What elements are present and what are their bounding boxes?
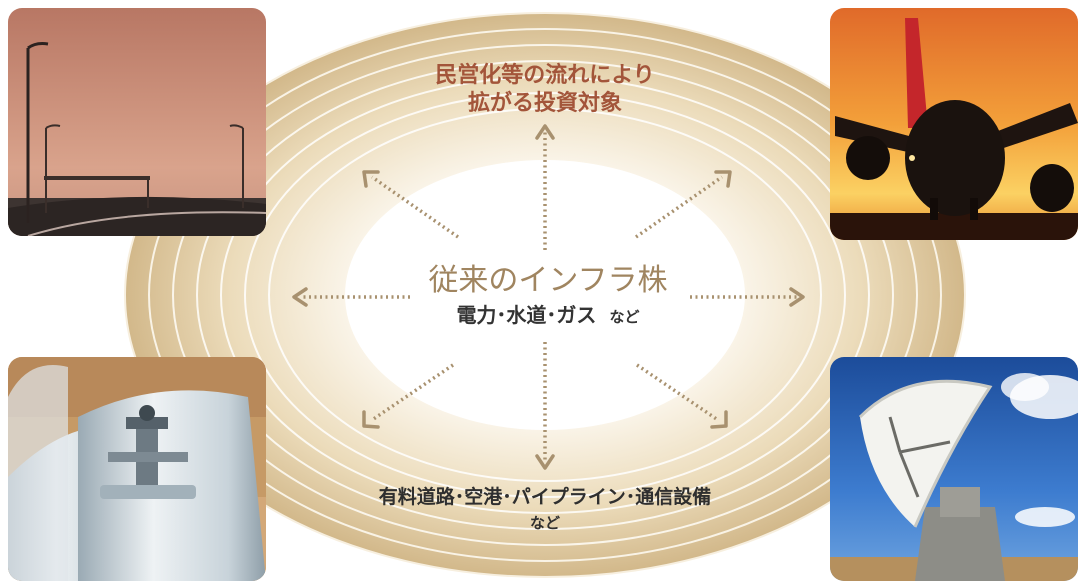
- arrow-down: [535, 342, 555, 470]
- bottom-label-line2: など: [530, 514, 560, 532]
- airplane-icon: [830, 8, 1078, 240]
- center-title: 従来のインフラ株: [428, 263, 667, 298]
- arrow-right: [690, 287, 805, 307]
- satellite-dish-icon: [830, 357, 1078, 581]
- arrow-up-left: [362, 170, 460, 239]
- rings: [124, 12, 966, 578]
- arrow-down-right: [636, 363, 728, 429]
- top-label-line1: 民営化等の流れにより: [435, 62, 655, 88]
- center-subtitle-line: 電力･水道･ガス など: [456, 303, 639, 327]
- bottom-label-line1: 有料道路･空港･パイプライン･通信設備: [379, 485, 712, 508]
- arrow-left: [292, 287, 410, 307]
- arrow-up-right: [634, 170, 732, 239]
- arrow-down-left: [362, 363, 454, 429]
- highway-icon: [8, 8, 266, 236]
- pipeline-icon: [8, 357, 266, 581]
- top-label-line2: 拡がる投資対象: [468, 90, 622, 116]
- center-subtitle-suffix: など: [610, 308, 640, 326]
- arrow-up: [535, 124, 555, 250]
- center-subtitle: 電力･水道･ガス: [456, 303, 596, 327]
